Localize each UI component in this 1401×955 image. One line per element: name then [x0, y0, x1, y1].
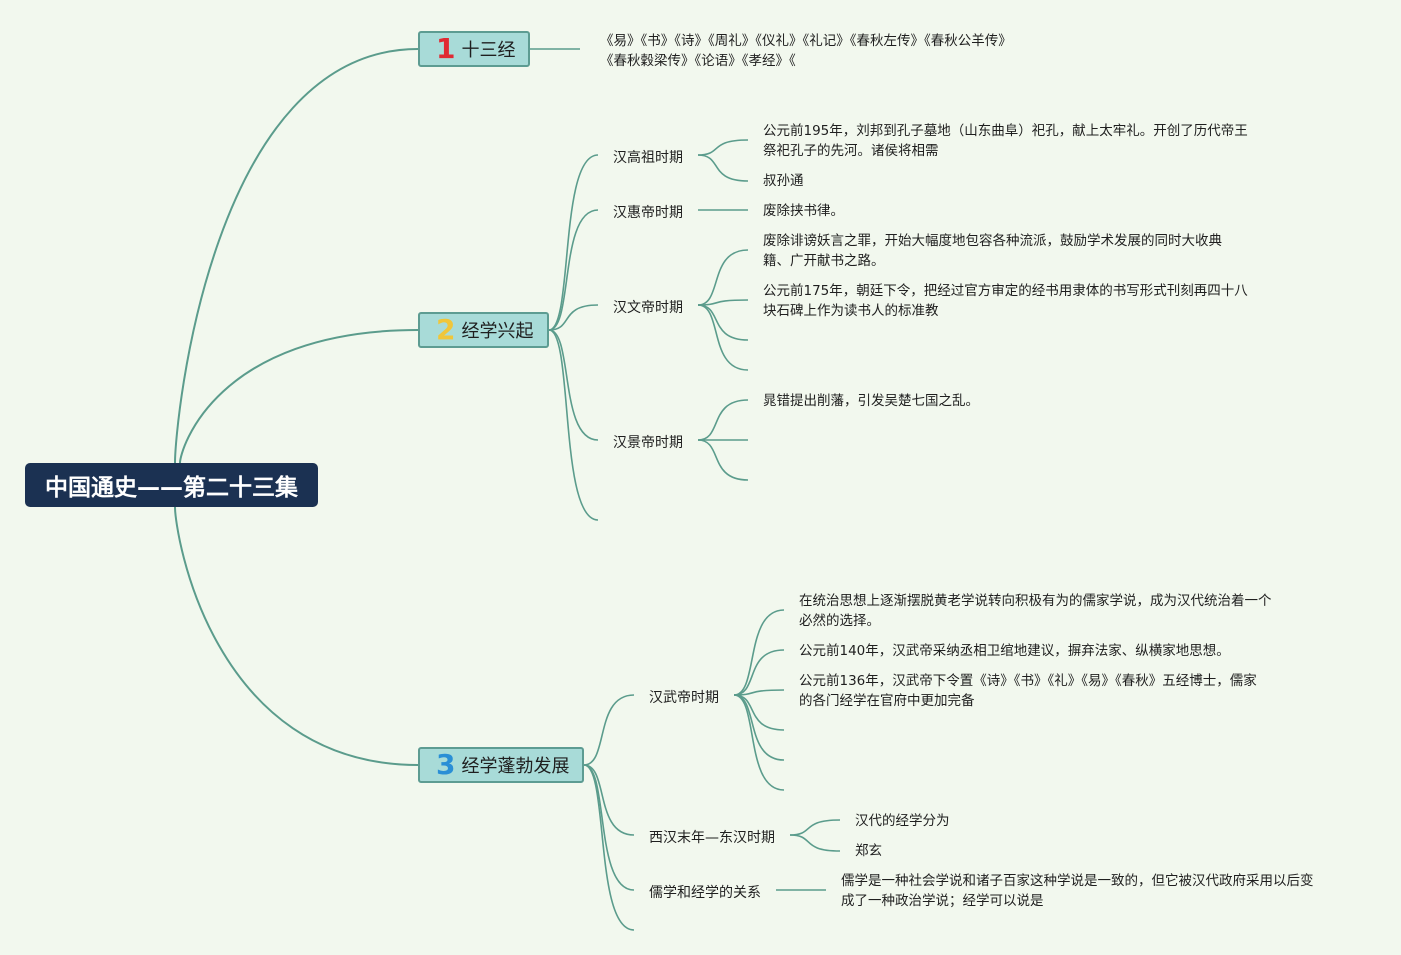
- topic-number-3: 3: [436, 748, 456, 781]
- connector-topic3-branch: [583, 764, 635, 836]
- connector-gaozu-leaf: [697, 139, 749, 156]
- leaf-line: 儒学是一种社会学说和诸子百家这种学说是一致的，但它被汉代政府采用以后变: [841, 873, 1314, 889]
- leaf-line: 的各门经学在官府中更加完备: [799, 693, 975, 709]
- leaf-line: 汉代的经学分为: [855, 813, 950, 829]
- leaf-line: 《易》《书》《诗》《周礼》《仪礼》《礼记》《春秋左传》《春秋公羊传》: [600, 33, 1012, 49]
- leaf-line: 叔孙通: [763, 173, 804, 189]
- leaf-gaozu-1[interactable]: 公元前195年，刘邦到孔子墓地（山东曲阜）祀孔，献上太牢礼。开创了历代帝王 祭祀…: [763, 121, 1248, 161]
- subtopic-huidi[interactable]: 汉惠帝时期: [613, 205, 683, 221]
- leaf-line: 公元前195年，刘邦到孔子墓地（山东曲阜）祀孔，献上太牢礼。开创了历代帝王: [763, 123, 1248, 139]
- root-node[interactable]: 中国通史——第二十三集: [25, 463, 318, 507]
- leaf-wudi-3[interactable]: 公元前136年，汉武帝下令置《诗》《书》《礼》《易》《春秋》五经博士，儒家 的各…: [799, 671, 1257, 711]
- leaf-line: 必然的选择。: [799, 613, 880, 629]
- connector-late-han-leaf: [789, 819, 841, 836]
- topic-title-1: 十三经: [461, 40, 516, 61]
- leaf-wudi-2[interactable]: 公元前140年，汉武帝采纳丞相卫绾地建议，摒弃法家、纵横家地思想。: [799, 641, 1230, 661]
- leaf-late-han-1[interactable]: 汉代的经学分为: [855, 811, 950, 831]
- connector-wudi-leaf: [733, 649, 785, 696]
- subtopic-jingdi[interactable]: 汉景帝时期: [613, 435, 683, 451]
- leaf-wendi-1[interactable]: 废除诽谤妖言之罪，开始大幅度地包容各种流派，鼓励学术发展的同时大收典 籍、广开献…: [763, 231, 1222, 271]
- connector-root-topic-3: [174, 506, 419, 766]
- leaf-line: 废除挟书律。: [763, 203, 844, 219]
- connector-wudi-leaf: [733, 689, 785, 696]
- connector-topic3-branch: [583, 764, 635, 891]
- connector-wudi-leaf: [733, 694, 785, 761]
- leaf-line: 在统治思想上逐渐摆脱黄老学说转向积极有为的儒家学说，成为汉代统治着一个: [799, 593, 1272, 609]
- leaf-line: 成了一种政治学说；经学可以说是: [841, 893, 1044, 909]
- connector-wudi-leaf: [733, 694, 785, 791]
- leaf-line: 公元前136年，汉武帝下令置《诗》《书》《礼》《易》《春秋》五经博士，儒家: [799, 673, 1257, 689]
- connector-root-topic-1: [174, 48, 419, 464]
- connector-wudi-leaf: [733, 609, 785, 696]
- connector-wudi-leaf: [733, 694, 785, 731]
- connector-wendi-leaf: [697, 249, 749, 306]
- subtopic-late-western-han[interactable]: 西汉末年—东汉时期: [649, 830, 775, 846]
- leaf-line: 公元前140年，汉武帝采纳丞相卫绾地建议，摒弃法家、纵横家地思想。: [799, 643, 1230, 659]
- leaf-jingdi-1[interactable]: 晁错提出削藩，引发吴楚七国之乱。: [763, 391, 979, 411]
- connector-gaozu-leaf: [697, 154, 749, 182]
- connector-jingdi-leaf: [697, 399, 749, 441]
- topic-number-1: 1: [436, 32, 456, 65]
- leaf-gaozu-2[interactable]: 叔孙通: [763, 171, 804, 191]
- leaf-line: 祭祀孔子的先河。诸侯将相需: [763, 143, 939, 159]
- topic-number-2: 2: [436, 313, 456, 346]
- connector-topic2-branch: [548, 329, 599, 521]
- connector-wendi-leaf: [697, 299, 749, 306]
- leaf-wudi-1[interactable]: 在统治思想上逐渐摆脱黄老学说转向积极有为的儒家学说，成为汉代统治着一个 必然的选…: [799, 591, 1272, 631]
- leaf-huidi-1[interactable]: 废除挟书律。: [763, 201, 844, 221]
- leaf-wendi-2[interactable]: 公元前175年，朝廷下令，把经过官方审定的经书用隶体的书写形式刊刻再四十八 块石…: [763, 281, 1248, 321]
- connector-topic3-branch: [583, 764, 635, 931]
- topic-title-3: 经学蓬勃发展: [461, 756, 570, 777]
- leaf-line: 晁错提出削藩，引发吴楚七国之乱。: [763, 393, 979, 409]
- connector-wendi-leaf: [697, 304, 749, 371]
- topic-node-3[interactable]: 3 经学蓬勃发展: [418, 747, 584, 783]
- connector-root-topic-2: [179, 329, 419, 464]
- topic-node-1[interactable]: 1 十三经: [418, 31, 530, 67]
- connector-late-han-leaf: [789, 834, 841, 852]
- leaf-line: 《春秋穀梁传》《论语》《孝经》《: [600, 53, 796, 69]
- leaf-classics-list[interactable]: 《易》《书》《诗》《周礼》《仪礼》《礼记》《春秋左传》《春秋公羊传》 《春秋穀梁…: [600, 31, 1012, 71]
- connector-topic3-branch: [583, 694, 635, 766]
- root-title: 中国通史——第二十三集: [45, 475, 298, 501]
- connector-jingdi-leaf: [697, 439, 749, 481]
- leaf-line: 废除诽谤妖言之罪，开始大幅度地包容各种流派，鼓励学术发展的同时大收典: [763, 233, 1222, 249]
- subtopic-wudi[interactable]: 汉武帝时期: [649, 690, 719, 706]
- leaf-line: 籍、广开献书之路。: [763, 253, 885, 269]
- connector-topic2-branch: [548, 304, 599, 331]
- leaf-late-han-2[interactable]: 郑玄: [855, 841, 882, 861]
- subtopic-gaozu[interactable]: 汉高祖时期: [613, 150, 683, 166]
- connector-topic2-branch: [548, 154, 599, 331]
- leaf-relation-1[interactable]: 儒学是一种社会学说和诸子百家这种学说是一致的，但它被汉代政府采用以后变 成了一种…: [841, 871, 1314, 911]
- connector-topic2-branch: [548, 329, 599, 441]
- leaf-line: 块石碑上作为读书人的标准教: [763, 303, 939, 319]
- topic-title-2: 经学兴起: [461, 321, 534, 342]
- leaf-line: 郑玄: [855, 843, 882, 859]
- connector-topic2-branch: [548, 209, 599, 331]
- leaf-line: 公元前175年，朝廷下令，把经过官方审定的经书用隶体的书写形式刊刻再四十八: [763, 283, 1248, 299]
- topic-node-2[interactable]: 2 经学兴起: [418, 312, 549, 348]
- subtopic-confucianism-classics[interactable]: 儒学和经学的关系: [649, 885, 761, 901]
- connector-wendi-leaf: [697, 304, 749, 341]
- subtopic-wendi[interactable]: 汉文帝时期: [613, 300, 683, 316]
